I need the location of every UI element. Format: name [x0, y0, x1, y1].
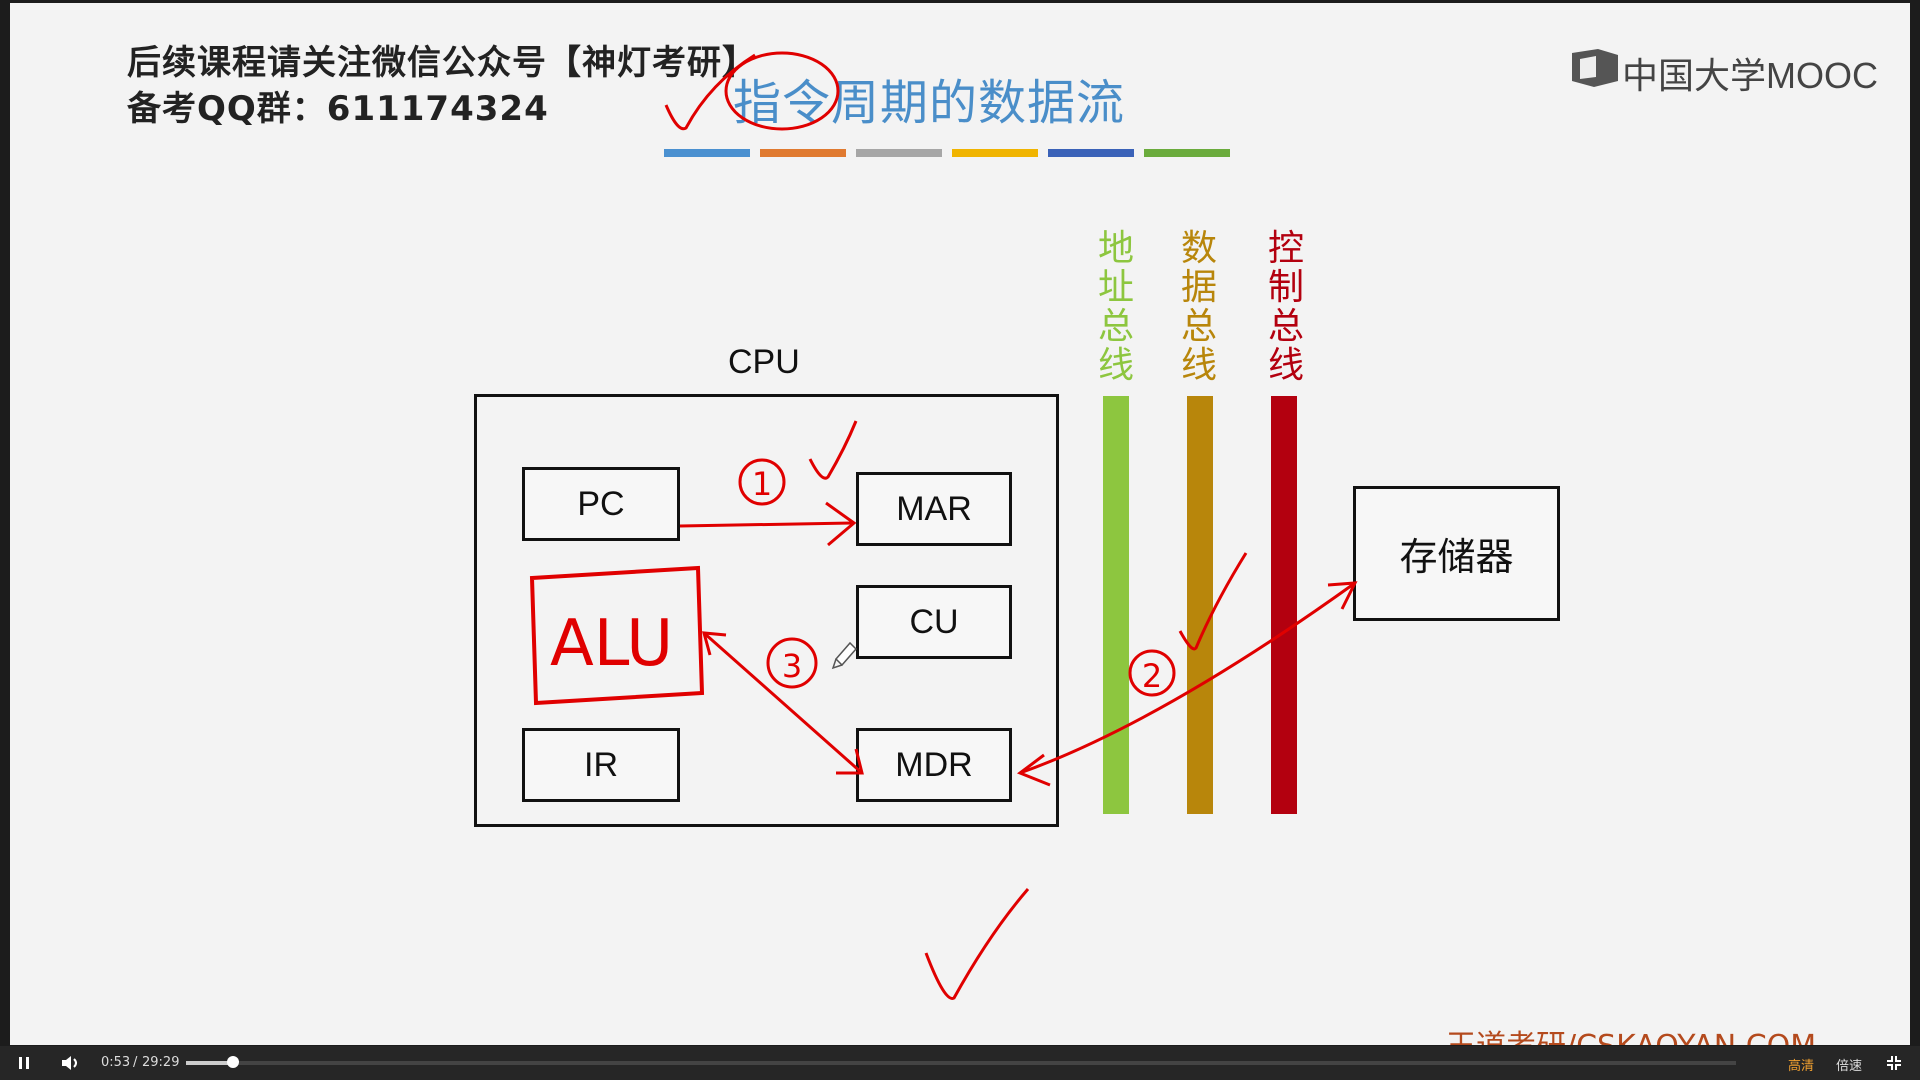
alu-box	[529, 565, 705, 706]
progress-bar[interactable]	[186, 1061, 1736, 1065]
exit-fullscreen-icon[interactable]	[1886, 1055, 1902, 1075]
cpu-box	[474, 394, 1059, 827]
progress-handle[interactable]	[227, 1056, 239, 1068]
current-time: 0:53	[101, 1055, 131, 1070]
pc-to-mar-arrow	[679, 521, 853, 528]
alu-mdr-arrow	[703, 631, 863, 775]
step2-number: 2	[1142, 657, 1162, 695]
quality-button[interactable]: 高清	[1788, 1059, 1815, 1074]
volume-icon[interactable]	[60, 1054, 82, 1076]
mar-register: MAR	[856, 472, 1012, 546]
mdr-memory-arrow	[1019, 581, 1356, 775]
time-separator: /	[133, 1055, 138, 1070]
bottom-check-mark	[924, 888, 1030, 1000]
step1-number: 1	[752, 465, 772, 503]
address-bus	[1103, 396, 1129, 814]
watermark: 王道考研/CSKAOYAN.COM	[1446, 1021, 1816, 1045]
control-bus-label: 控制总线	[1267, 228, 1304, 386]
control-bus	[1271, 396, 1297, 814]
title-circle	[724, 51, 840, 131]
cu-unit: CU	[856, 585, 1012, 659]
pencil-cursor-icon	[831, 641, 858, 670]
title-color-bar	[856, 149, 942, 157]
wechat-notice: 后续课程请关注微信公众号【神灯考研】	[127, 43, 757, 83]
qq-group-notice: 备考QQ群：611174324	[127, 89, 549, 129]
pc-register: PC	[522, 467, 680, 541]
handwritten-annotations: 1 ALU 3 2	[529, 51, 1358, 1000]
step1-check-mark	[808, 420, 858, 480]
step3-circle	[766, 637, 818, 689]
step2-circle	[1128, 649, 1176, 697]
progress-fill	[186, 1061, 233, 1065]
mooc-logo-text: 中国大学MOOC	[1622, 55, 1878, 96]
cpu-label: CPU	[728, 343, 800, 381]
step1-circle	[738, 458, 786, 506]
speed-button[interactable]: 倍速	[1836, 1059, 1863, 1074]
player-controls: 0:53 / 29:29 高清 倍速	[0, 1046, 1920, 1080]
data-bus-label: 数据总线	[1180, 228, 1217, 386]
data-bus	[1187, 396, 1213, 814]
title-color-bar	[664, 149, 750, 157]
address-bus-label: 地址总线	[1097, 228, 1134, 386]
title-color-bar	[760, 149, 846, 157]
ir-register: IR	[522, 728, 680, 802]
memory-box: 存储器	[1353, 486, 1560, 621]
mooc-logo-icon	[1570, 47, 1620, 93]
slide-title: 指令周期的数据流	[733, 75, 1126, 131]
title-color-bar	[952, 149, 1038, 157]
lecture-slide: 后续课程请关注微信公众号【神灯考研】 备考QQ群：611174324 指令周期的…	[10, 3, 1910, 1045]
step3-number: 3	[782, 647, 802, 685]
title-color-bar	[1048, 149, 1134, 157]
title-color-bar	[1144, 149, 1230, 157]
mdr-register: MDR	[856, 728, 1012, 802]
step2-check-mark	[1178, 552, 1248, 651]
alu-label: ALU	[550, 607, 673, 681]
pause-icon[interactable]	[16, 1055, 32, 1075]
duration: 29:29	[142, 1055, 180, 1070]
